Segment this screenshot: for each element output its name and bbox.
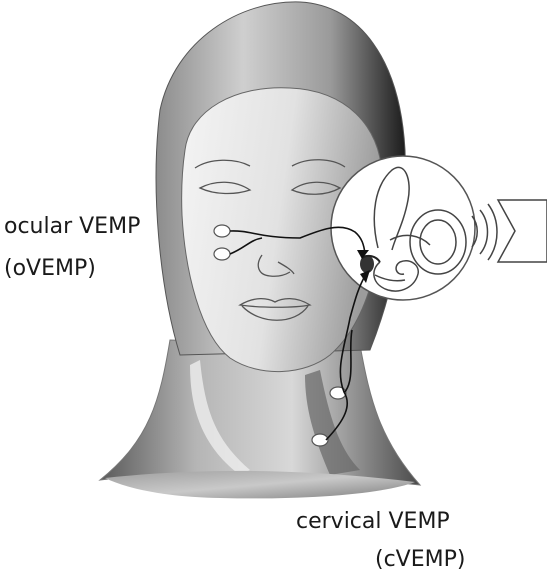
sound-speaker-icon xyxy=(472,200,547,262)
ocular-electrode-lower xyxy=(214,248,230,260)
cervical-label-line1: cervical VEMP xyxy=(296,509,450,534)
ocular-electrode-upper xyxy=(214,225,230,237)
cervical-label-line2: (cVEMP) xyxy=(375,547,465,572)
inner-ear-inset xyxy=(331,156,475,300)
cervical-electrode-lower xyxy=(312,434,328,446)
ocular-label-line2: (oVEMP) xyxy=(4,256,96,281)
ocular-label-line1: ocular VEMP xyxy=(4,214,140,239)
